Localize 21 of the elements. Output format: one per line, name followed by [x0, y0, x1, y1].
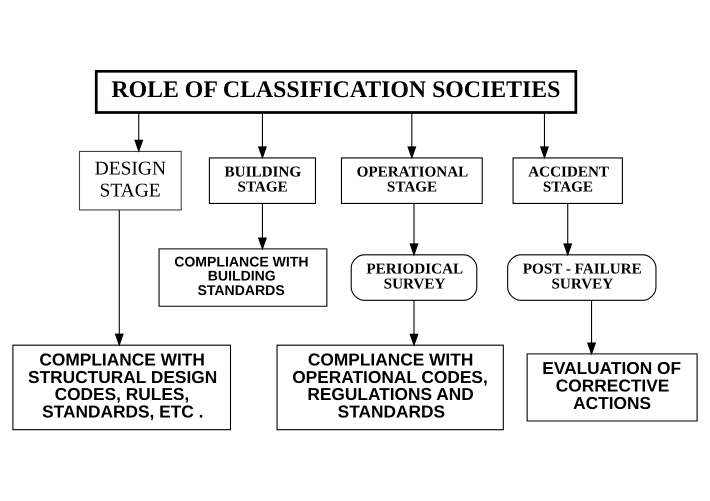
arrow: [114, 210, 124, 347]
node-box: BUILDING STAGE: [208, 157, 316, 204]
arrow: [134, 112, 144, 153]
node-box: ACCIDENT STAGE: [512, 157, 623, 204]
node-box: PERIODICAL SURVEY: [350, 254, 478, 301]
arrow: [258, 204, 267, 250]
node-box: COMPLIANCE WITH BUILDING STANDARDS: [158, 248, 328, 307]
node-box: DESIGN STAGE: [78, 150, 182, 210]
node-box: POST - FAILURE SURVEY: [507, 254, 656, 301]
arrow: [258, 112, 267, 160]
arrow: [540, 112, 549, 160]
arrow: [409, 300, 419, 347]
node-box: COMPLIANCE WITH STRUCTURAL DESIGN CODES, RULES, STANDARDS, ETC .: [12, 344, 232, 430]
node-box: COMPLIANCE WITH OPERATIONAL CODES, REGULATIONS AND STANDARDS: [276, 344, 504, 430]
arrow: [409, 204, 419, 256]
node-box: ROLE OF CLASSIFICATION SOCIETIES: [94, 70, 578, 114]
node-box: EVALUATION OF CORRECTIVE ACTIONS: [526, 353, 698, 422]
arrow: [587, 300, 596, 356]
node-box: OPERATIONAL STAGE: [340, 157, 483, 204]
arrow: [563, 204, 572, 256]
arrow: [407, 112, 416, 160]
